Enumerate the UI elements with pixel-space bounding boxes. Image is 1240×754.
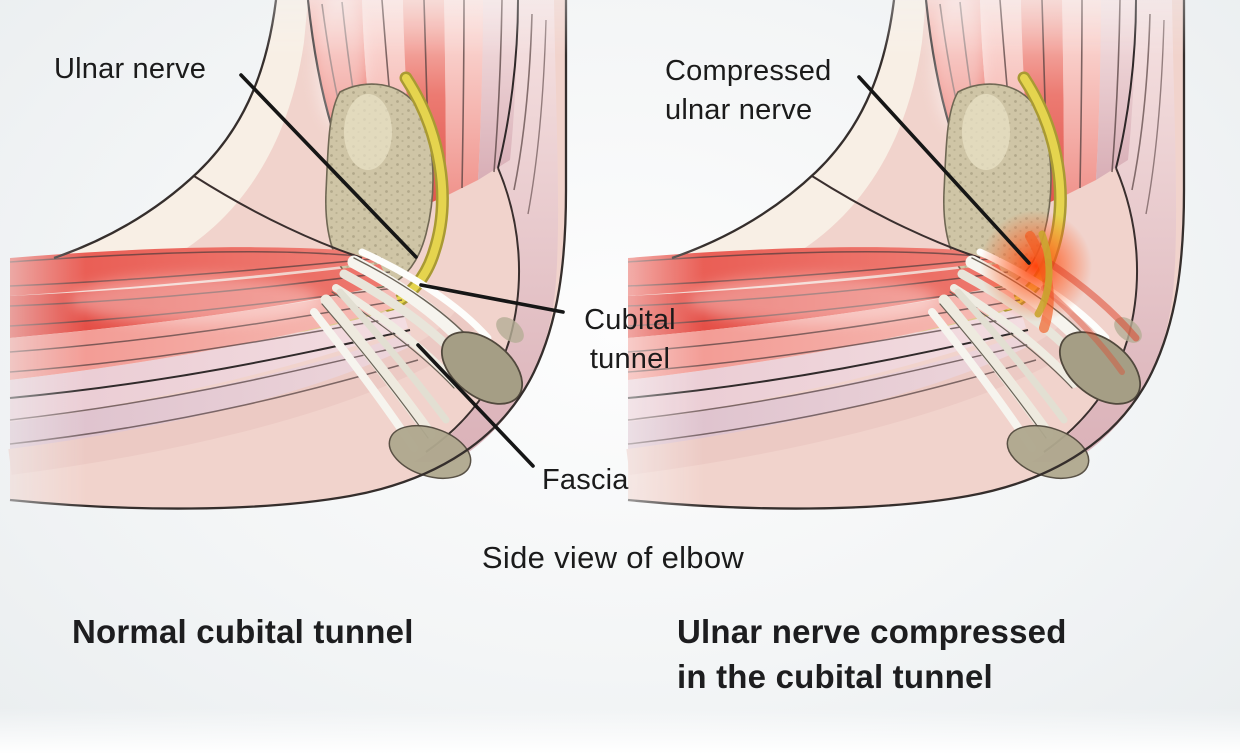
leader-lines [239, 73, 1031, 468]
caption-compressed-cubital-tunnel: Ulnar nerve compressed in the cubital tu… [677, 610, 1067, 700]
caption-side-view: Side view of elbow [481, 540, 745, 575]
caption-normal-cubital-tunnel: Normal cubital tunnel [72, 613, 414, 650]
leader-line-fascia [416, 343, 535, 468]
caption-compressed-line1: Ulnar nerve compressed [677, 613, 1067, 650]
label-compressed-line1: Compressed [665, 55, 832, 87]
label-cubital-line1: Cubital [584, 304, 676, 336]
label-ulnar-nerve: Ulnar nerve [54, 53, 207, 85]
label-compressed-line2: ulnar nerve [665, 94, 813, 127]
label-compressed-ulnar-nerve: Compressed ulnar nerve [665, 52, 831, 131]
leader-line-compressed-nerve [857, 75, 1031, 265]
leader-line-cubital-tunnel [419, 283, 565, 314]
label-fascia: Fascia [542, 464, 629, 496]
label-cubital-tunnel: Cubital tunnel [560, 301, 700, 380]
caption-compressed-line2: in the cubital tunnel [677, 657, 993, 695]
label-cubital-line2: tunnel [589, 343, 671, 376]
leader-line-ulnar-nerve [239, 73, 418, 259]
